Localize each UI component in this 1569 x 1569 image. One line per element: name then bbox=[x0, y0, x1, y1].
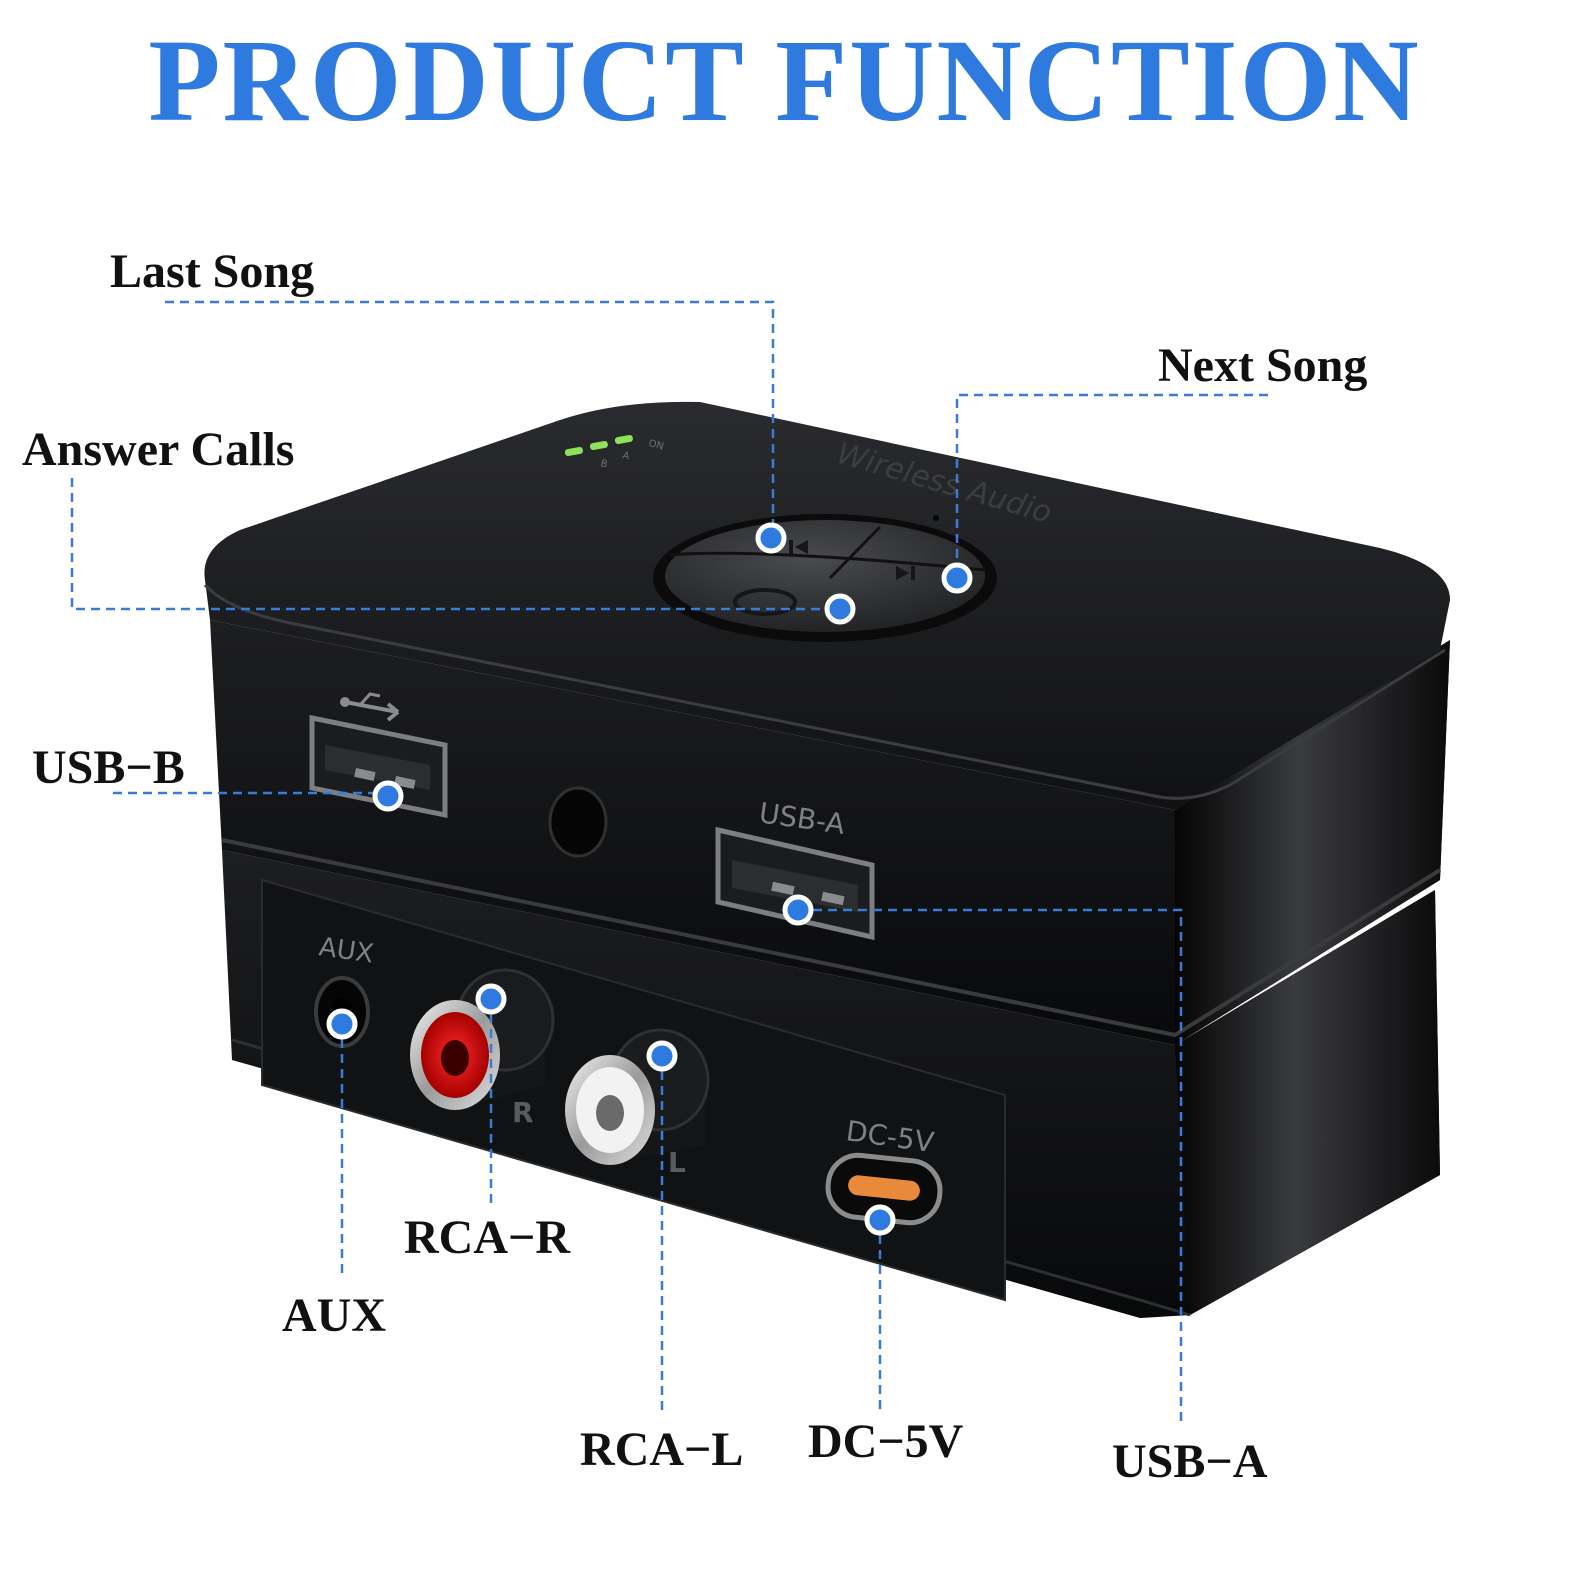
callout-usb-a: USB−A bbox=[1112, 1435, 1268, 1488]
usb-symbol-icon bbox=[340, 692, 400, 722]
dc-5v-marker bbox=[864, 1204, 896, 1236]
reset-button-hole[interactable] bbox=[548, 786, 608, 858]
usb-a-marker bbox=[782, 894, 814, 926]
microphone-hole bbox=[933, 515, 939, 521]
leader-lines bbox=[70, 300, 1268, 1425]
next-track-icon bbox=[896, 566, 915, 580]
usb-b-port[interactable] bbox=[309, 714, 448, 819]
rca-left-print: L bbox=[668, 1146, 686, 1179]
aux-marker bbox=[326, 1008, 358, 1040]
next-song-marker bbox=[941, 562, 973, 594]
page-title: PRODUCT FUNCTION bbox=[148, 15, 1421, 146]
callout-last-song: Last Song bbox=[110, 245, 315, 298]
answer-calls-marker bbox=[824, 593, 856, 625]
rca-right-jack[interactable] bbox=[410, 968, 555, 1110]
led-label-a: A bbox=[621, 450, 630, 462]
callout-aux: AUX bbox=[282, 1289, 386, 1342]
led-label-on: ON bbox=[647, 438, 665, 452]
status-led-group: ON A B bbox=[564, 434, 665, 471]
device-upper-body bbox=[210, 620, 1450, 1045]
callout-usb-b: USB−B bbox=[32, 741, 185, 794]
callout-answer-calls: Answer Calls bbox=[22, 423, 295, 476]
rca-l-marker bbox=[646, 1040, 678, 1072]
phone-icon bbox=[733, 588, 797, 616]
rca-right-print: R bbox=[512, 1096, 534, 1129]
callout-next-song: Next Song bbox=[1158, 339, 1368, 392]
callout-rca-r: RCA−R bbox=[404, 1211, 571, 1264]
last-song-marker bbox=[755, 522, 787, 554]
usb-b-marker bbox=[372, 780, 404, 812]
callout-rca-l: RCA−L bbox=[580, 1423, 744, 1476]
previous-track-icon bbox=[789, 540, 808, 554]
rca-left-jack[interactable] bbox=[565, 1028, 710, 1165]
callout-dc-5v: DC−5V bbox=[808, 1415, 964, 1468]
led-label-b: B bbox=[599, 458, 608, 470]
rca-r-marker bbox=[475, 983, 507, 1015]
